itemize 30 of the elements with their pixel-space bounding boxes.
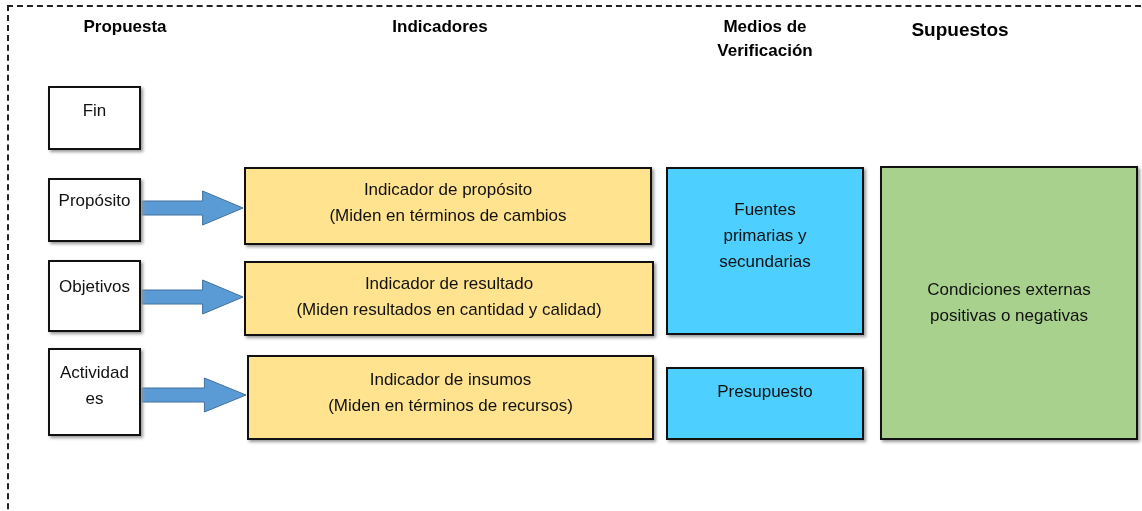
box-heading: Indicador de resultado (364, 273, 534, 295)
box-text: Fuentes primarias y secundarias (718, 199, 812, 273)
box-heading: Indicador de insumos (369, 369, 532, 391)
box-text: Actividades (59, 362, 130, 410)
box-text: Propósito (58, 190, 131, 212)
box-text: (Miden en términos de cambios (329, 205, 567, 227)
block-arrow (141, 377, 247, 413)
box-text: Fin (82, 100, 107, 122)
indicator-box (244, 261, 654, 336)
verification-box (666, 167, 864, 335)
block-arrow (141, 279, 244, 315)
block-arrow (141, 190, 244, 226)
label-box (48, 348, 141, 436)
label-box (48, 86, 141, 150)
label-box (48, 178, 141, 242)
column-header: Indicadores (391, 16, 489, 38)
label-box (48, 260, 141, 332)
box-text: Condiciones externas positivas o negativas (926, 279, 1092, 327)
box-heading: Indicador de propósito (363, 179, 533, 201)
box-text: (Miden resultados en cantidad y calidad) (296, 299, 602, 321)
verification-box (666, 367, 864, 440)
box-text: Objetivos (59, 276, 130, 298)
box-text: (Miden en términos de recursos) (328, 395, 573, 417)
column-header: Medios de Verificación (716, 16, 814, 62)
indicator-box (244, 167, 652, 245)
column-header: Propuesta (82, 16, 168, 38)
assumption-box (880, 166, 1138, 440)
indicator-box (247, 355, 654, 440)
column-header: Supuestos (910, 18, 1010, 42)
box-text: Presupuesto (717, 381, 813, 403)
